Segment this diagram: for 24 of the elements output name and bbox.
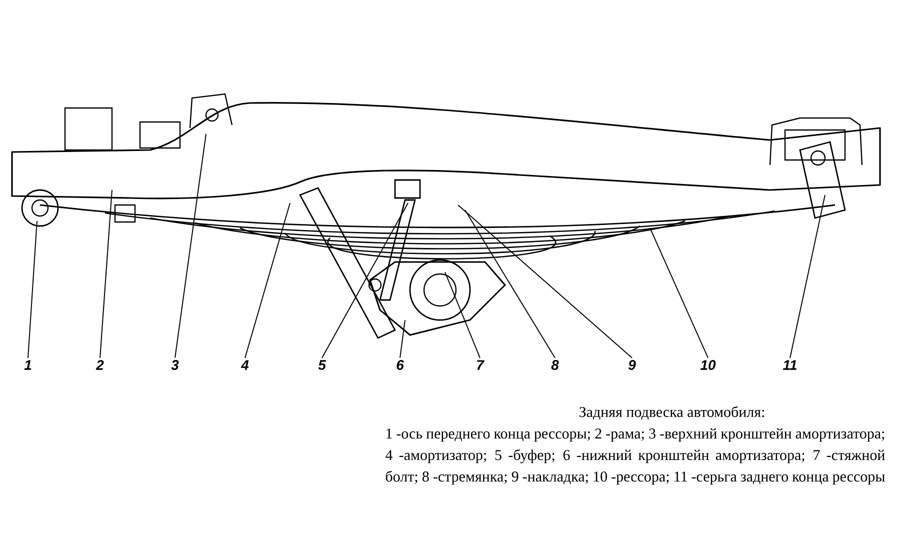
caption-text: 1 -ось переднего конца рессоры; 2 -рама; 3 -верхний кронштейн амортизатора; 4 -амортизатор; 5 -буфер; 6 -нижний кронштейн амортизатора; 7 -стяжной болт; 8 -стремянка; 9 -накладка; 10 -рессора; 11 -серьга заднего конца рессоры: [386, 428, 885, 485]
callout-number: 8: [551, 360, 559, 370]
callout-number: 9: [628, 360, 636, 370]
leader-line: [790, 194, 826, 358]
leader-line: [650, 228, 708, 358]
callout-number: 10: [700, 360, 716, 370]
callout-number: 3: [171, 360, 179, 370]
leader-line: [100, 190, 112, 358]
leader-line: [400, 320, 406, 358]
callout-number: 11: [782, 360, 797, 370]
leader-line: [444, 272, 480, 358]
callout-number: 4: [240, 360, 249, 370]
callout-number: 2: [96, 360, 104, 370]
callout-number: 1: [24, 360, 32, 370]
leader-line: [464, 210, 556, 358]
leader-line: [28, 220, 38, 358]
caption-heading: Задняя подвеска автомобиля:: [580, 406, 764, 420]
callout-number: 5: [318, 360, 326, 370]
leader-line: [322, 202, 408, 358]
leader-line: [458, 204, 632, 358]
leader-line: [174, 134, 206, 358]
leader-line: [244, 202, 290, 358]
callout-number: 7: [477, 360, 484, 370]
callout-number: 6: [396, 360, 404, 370]
